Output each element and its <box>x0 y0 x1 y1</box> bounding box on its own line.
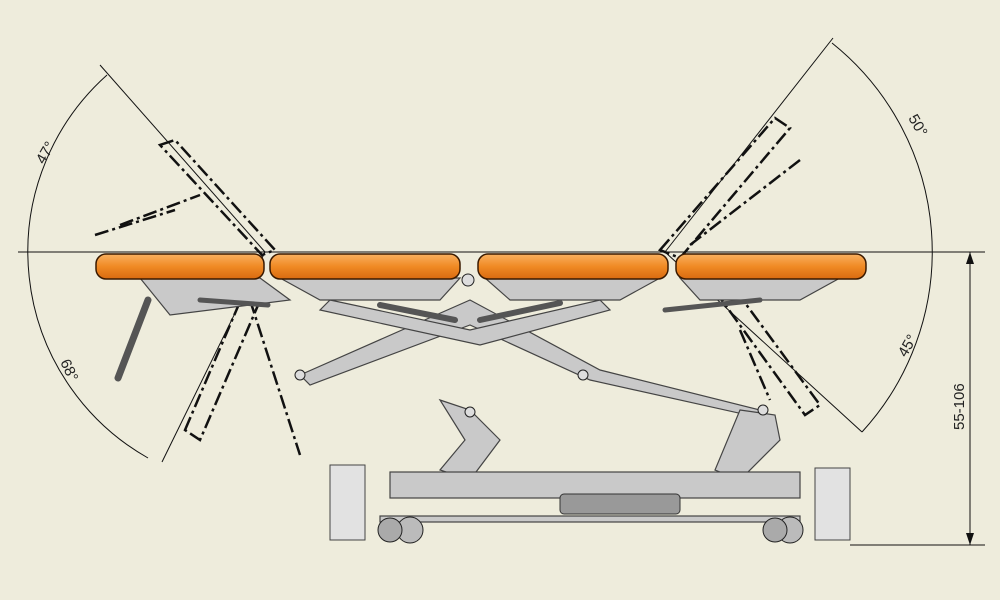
foot-up-limit-line <box>664 37 834 253</box>
head-up-limit-line <box>99 64 266 253</box>
foot-up-angle-label: 50° <box>905 112 931 140</box>
head-cushion <box>95 253 265 280</box>
head-down-angle-label: 68° <box>56 357 81 385</box>
foot-down-angle-label: 45° <box>895 332 921 360</box>
head-angle-arc <box>27 74 149 459</box>
lift-mechanism <box>294 273 851 544</box>
table-cushions <box>95 253 867 280</box>
upper-back-cushion <box>269 253 461 280</box>
deck-frames <box>114 277 841 382</box>
lower-body-cushion <box>477 253 669 280</box>
foot-cushion <box>675 253 867 280</box>
head-support-arm <box>114 296 152 382</box>
head-up-angle-label: 47° <box>33 139 59 167</box>
height-dimension-label: 55-106 <box>951 383 968 430</box>
foot-angle-arc <box>831 42 933 433</box>
actuator <box>559 493 681 515</box>
